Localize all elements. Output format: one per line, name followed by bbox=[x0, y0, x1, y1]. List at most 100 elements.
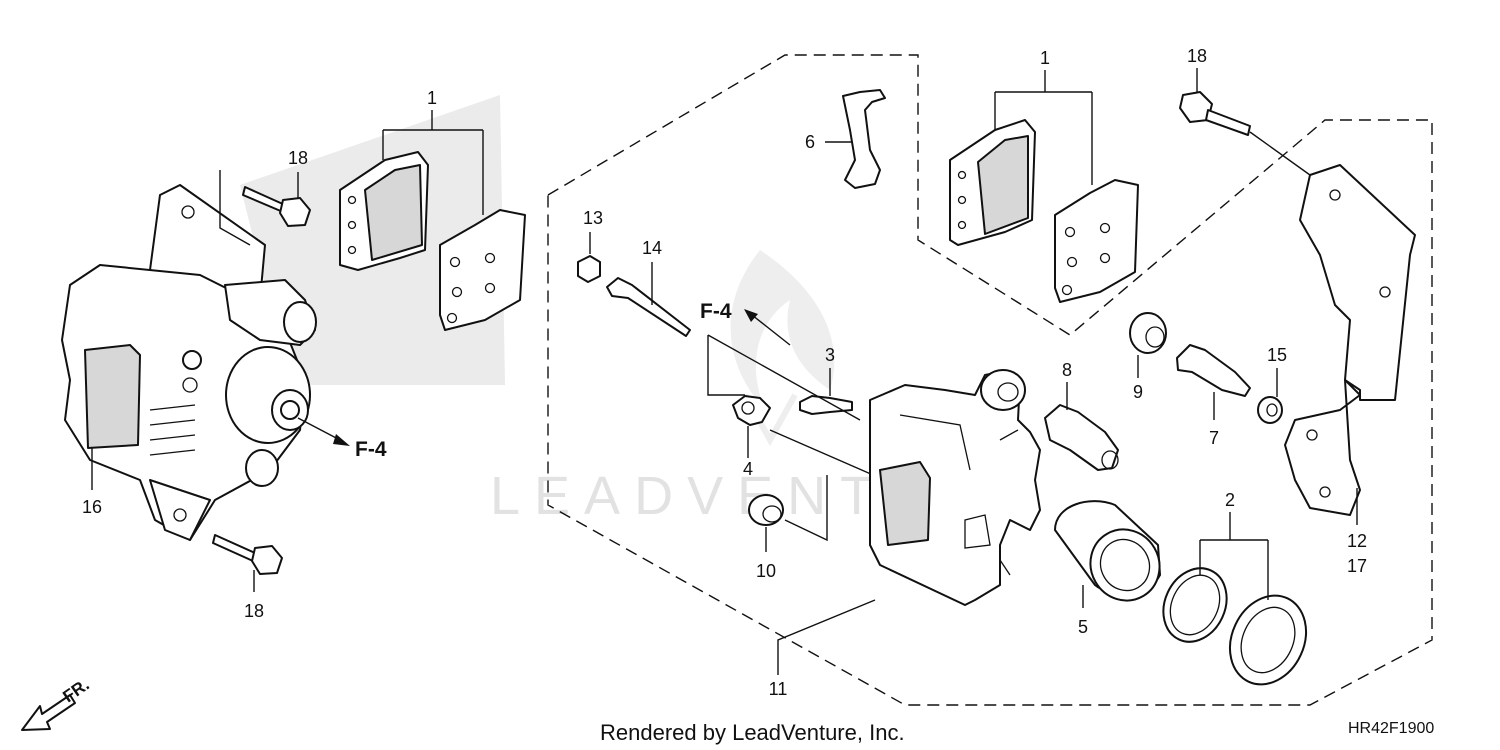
pad-hole bbox=[957, 220, 967, 230]
leader-10 bbox=[765, 475, 828, 552]
part-10-boot bbox=[748, 494, 784, 526]
part-2-piston-seal bbox=[1162, 567, 1228, 643]
caliper-fin-lines bbox=[149, 404, 196, 456]
callout-12: 12 bbox=[1347, 531, 1367, 551]
part-13-cap bbox=[577, 255, 601, 283]
pad-hole bbox=[1061, 284, 1073, 296]
leader-18-right bbox=[1196, 68, 1311, 176]
part-2-dust-seal-inner bbox=[1240, 606, 1296, 674]
callout-10: 10 bbox=[756, 561, 776, 581]
mount-hole-lower bbox=[173, 508, 187, 522]
part-6-clip bbox=[842, 89, 886, 189]
rendered-by-footer: Rendered by LeadVenture, Inc. bbox=[600, 720, 905, 745]
part-15-washer-hole bbox=[1266, 403, 1278, 417]
pad-hole bbox=[957, 170, 967, 180]
left-caliper-assembly: 1 18 16 18 F-4 bbox=[61, 88, 526, 621]
callout-4: 4 bbox=[743, 459, 753, 479]
part-8-pin bbox=[1044, 404, 1119, 471]
leader-group-4-11 bbox=[769, 429, 881, 479]
part-14-pin bbox=[606, 277, 691, 337]
callout-8: 8 bbox=[1062, 360, 1072, 380]
assembly-boundaries bbox=[547, 54, 1433, 706]
part-2-piston-seal-inner bbox=[1169, 574, 1221, 636]
pad-hole bbox=[451, 286, 463, 298]
caliper-ear-lower bbox=[149, 479, 211, 541]
part-18-bolt-right bbox=[1205, 109, 1251, 136]
pad-hole bbox=[446, 312, 458, 324]
leader-1-left bbox=[382, 110, 484, 215]
bolt-head-bottom-left bbox=[251, 545, 283, 575]
callout-16: 16 bbox=[82, 497, 102, 517]
part-5-piston-recess bbox=[1099, 538, 1151, 592]
caliper-boss bbox=[980, 369, 1026, 411]
bleeder-cap-top bbox=[741, 401, 755, 415]
callout-6: 6 bbox=[805, 132, 815, 152]
bracket-hole-mid bbox=[1379, 286, 1391, 298]
pad-hole bbox=[347, 220, 357, 230]
pad-hole bbox=[484, 252, 496, 264]
callout-5: 5 bbox=[1078, 617, 1088, 637]
pad-hole bbox=[1066, 256, 1078, 268]
bleeder-screw bbox=[182, 377, 198, 393]
callout-3: 3 bbox=[825, 345, 835, 365]
reference-f4-right: F-4 bbox=[700, 300, 732, 323]
pad-hole bbox=[347, 245, 357, 255]
pad-hole bbox=[484, 282, 496, 294]
caliper-pad-window-right bbox=[879, 461, 931, 546]
pad-hole bbox=[1099, 222, 1111, 234]
callout-11: 11 bbox=[769, 679, 788, 699]
callout-18-top-left: 18 bbox=[288, 148, 308, 168]
lower-port bbox=[245, 449, 279, 487]
bracket-hole-lower bbox=[1306, 429, 1318, 441]
assembly-11-boundary bbox=[547, 54, 1433, 706]
leader-2 bbox=[1199, 512, 1269, 600]
pad-friction-left-a bbox=[364, 164, 423, 261]
leader-f4-left bbox=[297, 417, 341, 441]
callout-7: 7 bbox=[1209, 428, 1219, 448]
part-11-caliper-body bbox=[869, 371, 1041, 606]
caliper-detail-lines bbox=[899, 414, 1019, 576]
part-2-dust-seal bbox=[1229, 594, 1307, 686]
part-15-washer bbox=[1257, 396, 1283, 424]
callout-9: 9 bbox=[1133, 382, 1143, 402]
caliper-boss-hole bbox=[997, 382, 1019, 402]
pad-friction-right-a bbox=[977, 135, 1029, 235]
pad-hole bbox=[957, 195, 967, 205]
leader-1-right bbox=[994, 70, 1093, 185]
bracket-hole-top bbox=[1329, 189, 1341, 201]
part-10-boot-inner bbox=[762, 505, 782, 523]
bolt-head-top-left bbox=[279, 197, 311, 227]
callout-17: 17 bbox=[1347, 556, 1367, 576]
leader-18-top-left bbox=[219, 170, 299, 246]
leader-11 bbox=[777, 599, 876, 675]
part-12-bracket bbox=[1284, 164, 1416, 516]
pad-hole bbox=[1064, 226, 1076, 238]
callout-15: 15 bbox=[1267, 345, 1287, 365]
arrow-f4-right bbox=[744, 309, 758, 322]
fr-arrow-icon bbox=[21, 694, 76, 731]
pad-hole bbox=[347, 195, 357, 205]
bracket-hole-bottom bbox=[1319, 486, 1331, 498]
pad-hole bbox=[1099, 252, 1111, 264]
part-1-pad-outer-left bbox=[439, 209, 526, 331]
caliper-pad-window bbox=[84, 344, 141, 449]
leader-f4-right bbox=[751, 314, 791, 346]
right-caliper-assembly: 13 14 F-4 3 4 10 11 bbox=[577, 46, 1416, 699]
callout-18-bottom-left: 18 bbox=[244, 601, 264, 621]
part-7-pin bbox=[1176, 344, 1251, 397]
callout-13: 13 bbox=[583, 208, 603, 228]
part-18-bolt-bottom-left bbox=[212, 534, 256, 562]
diagram-code: HR42F1900 bbox=[1348, 720, 1434, 737]
arrow-f4-left bbox=[333, 434, 350, 446]
reference-f4-left: F-4 bbox=[355, 438, 387, 461]
part-8-pin-end bbox=[1101, 450, 1119, 470]
callout-14: 14 bbox=[642, 238, 662, 258]
front-direction-marker: FR. bbox=[21, 675, 93, 731]
callout-18-right: 18 bbox=[1187, 46, 1207, 66]
part-9-boot-inner bbox=[1145, 326, 1165, 348]
part-9-boot bbox=[1129, 312, 1167, 354]
callout-1-right: 1 bbox=[1040, 48, 1050, 68]
bracket-hole bbox=[181, 205, 195, 219]
callout-2: 2 bbox=[1225, 490, 1235, 510]
